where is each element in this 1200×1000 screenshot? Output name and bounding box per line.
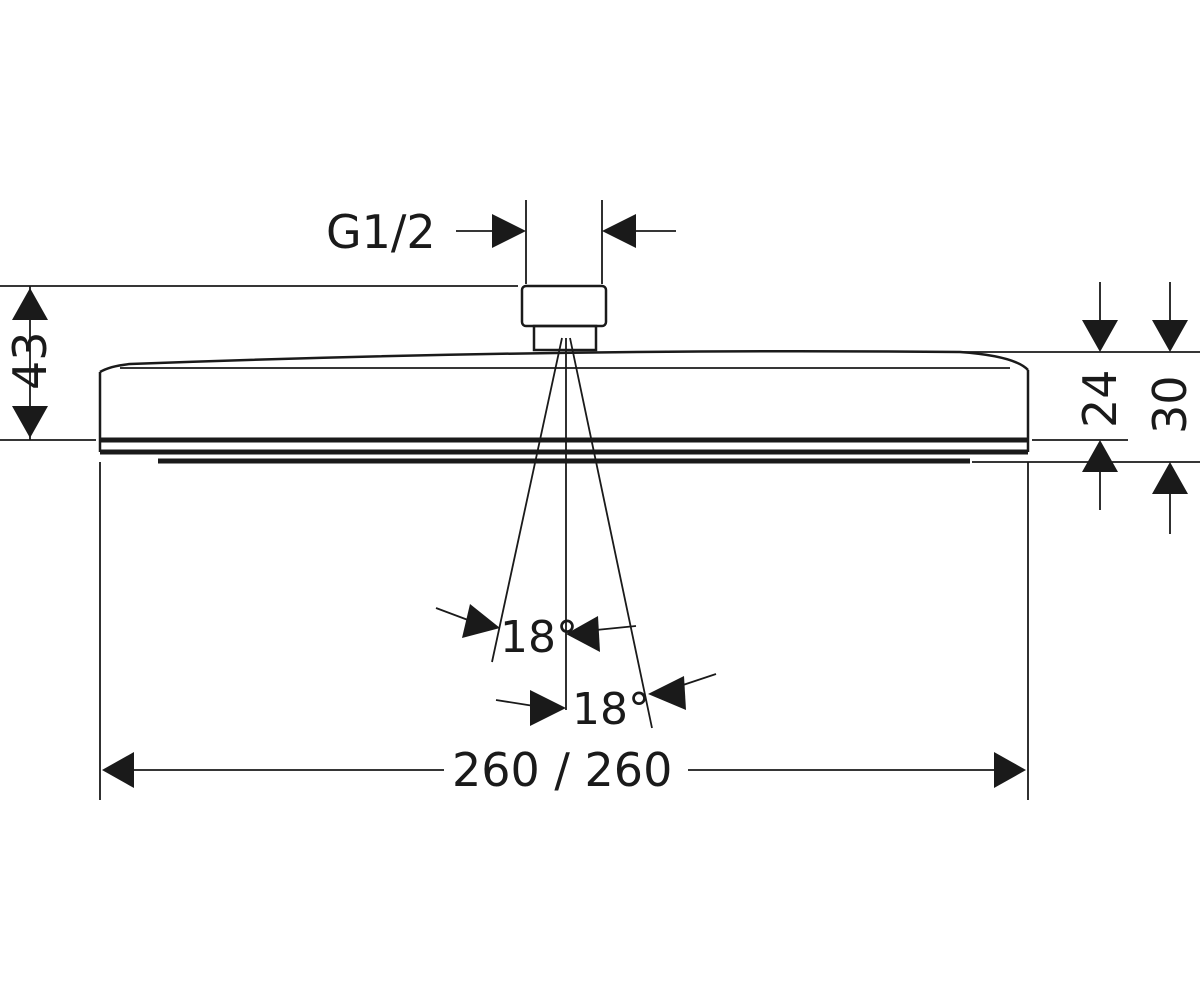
angle-lower-arrow-left bbox=[530, 690, 566, 726]
thread-label: G1/2 bbox=[326, 205, 436, 259]
width-arrow-left bbox=[102, 752, 134, 788]
thread-arrow-right bbox=[602, 214, 636, 248]
head-24-label: 24 bbox=[1073, 369, 1127, 428]
angle-lower-arrow-right bbox=[648, 676, 686, 710]
angle-upper-leader-left bbox=[435, 607, 469, 621]
spray-line-right bbox=[569, 337, 653, 729]
thread-dimension: G1/2 bbox=[326, 200, 676, 284]
thread-arrow-left bbox=[492, 214, 526, 248]
total-height-label: 43 bbox=[3, 331, 57, 390]
head-30-arrow-bottom bbox=[1152, 462, 1188, 494]
angle-lower-leader-right bbox=[679, 673, 717, 687]
total-height-dimension: 43 bbox=[0, 285, 518, 441]
connector-nut bbox=[520, 284, 608, 328]
head-24-arrow-bottom bbox=[1082, 440, 1118, 472]
shower-head-body bbox=[98, 284, 1030, 464]
angle-label-lower: 18° bbox=[572, 684, 650, 735]
head-30-arrow-top bbox=[1152, 320, 1188, 352]
angle-lower-leader-left bbox=[495, 699, 535, 707]
angle-upper-arrow-left bbox=[462, 604, 500, 638]
angle-upper-arrow-right bbox=[566, 616, 600, 652]
head-height-dimensions: 24 30 bbox=[960, 282, 1200, 534]
width-arrow-right bbox=[994, 752, 1026, 788]
angle-upper-leader-right bbox=[595, 625, 637, 631]
connector-neck bbox=[532, 324, 598, 352]
total-height-arrow-top bbox=[12, 288, 48, 320]
head-24-arrow-top bbox=[1082, 320, 1118, 352]
total-height-arrow-bottom bbox=[12, 406, 48, 438]
spray-geometry: 18° 18° bbox=[435, 337, 717, 735]
width-dimension: 260 / 260 bbox=[99, 462, 1029, 800]
head-30-label: 30 bbox=[1143, 375, 1197, 434]
width-label: 260 / 260 bbox=[452, 743, 672, 797]
spray-line-left bbox=[491, 337, 563, 663]
angle-label-upper: 18° bbox=[500, 612, 578, 663]
